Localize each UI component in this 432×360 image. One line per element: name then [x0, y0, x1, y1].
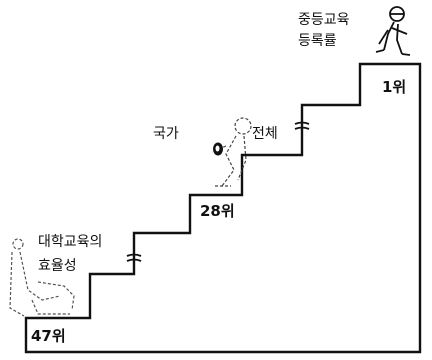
rank-middle-label: 28위 [200, 202, 235, 220]
break-mark-upper [294, 121, 310, 130]
secondary-enrollment-label-line2: 등록률 [298, 33, 337, 49]
staircase-outline [24, 62, 422, 354]
rank-first-label: 1위 [382, 78, 406, 96]
seated-figure-icon [9, 238, 75, 317]
rank-last-label: 47위 [31, 327, 66, 345]
secondary-enrollment-label-line1: 중등교육 [298, 12, 350, 28]
break-mark-lower [126, 253, 142, 262]
university-efficiency-label-line2: 효율성 [38, 258, 77, 274]
climber-icon [375, 6, 411, 56]
national-label: 국가 [153, 126, 179, 142]
small-object-icon [213, 142, 223, 156]
university-efficiency-label-line1: 대학교육의 [38, 234, 102, 250]
overall-label: 전체 [252, 126, 278, 142]
